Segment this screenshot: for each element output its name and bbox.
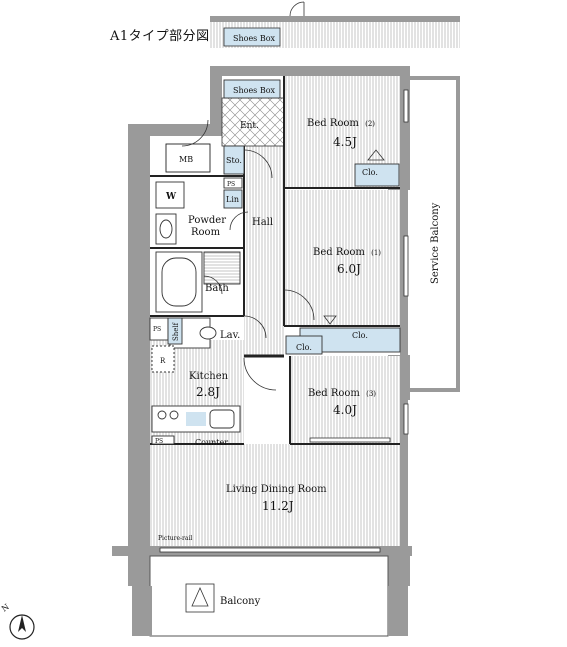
north-arrow xyxy=(9,614,35,640)
bedroom-2-area: 4.5J xyxy=(333,135,357,149)
bedroom-3-area: 4.0J xyxy=(333,403,357,417)
kitchen-area-label: 2.8J xyxy=(196,385,220,399)
hall-label: Hall xyxy=(252,217,273,228)
bedroom-1-area: 6.0J xyxy=(337,262,361,276)
labels: Shoes Box Shoes Box Ent. MB Sto. PS Lin … xyxy=(0,34,441,614)
bedroom-3-name-text: Bed Room xyxy=(308,388,360,399)
closet-label-bed1: Clo. xyxy=(352,331,368,340)
closet-label-bed2: Clo. xyxy=(362,168,378,177)
partitions xyxy=(150,76,400,445)
bedroom-1-number: (1) xyxy=(371,249,381,257)
plan-title: A1タイプ部分図 xyxy=(110,29,210,44)
upper-unit-fragment xyxy=(210,1,460,48)
bath-label: Bath xyxy=(205,283,229,294)
bedroom-3-number: (3) xyxy=(366,390,376,398)
bedroom-2-name-text: Bed Room xyxy=(307,118,359,129)
fixtures xyxy=(149,79,401,445)
shoes-box-entry-label: Shoes Box xyxy=(233,86,276,95)
counter-label: Counter xyxy=(195,438,228,447)
windows xyxy=(159,89,409,553)
mb-label: MB xyxy=(179,155,193,164)
doors xyxy=(181,119,385,581)
bedroom-3-name: Bed Room (3) xyxy=(308,388,376,399)
living-name-label: Living Dining Room xyxy=(226,484,327,495)
powder-room-label-2: Room xyxy=(191,227,221,238)
fridge-mark: R xyxy=(160,357,166,365)
north-label: N xyxy=(0,602,11,613)
powder-room-label-1: Powder xyxy=(188,215,226,226)
lav-label: Lav. xyxy=(220,330,240,341)
ps-label-kitchen: PS xyxy=(155,438,163,445)
picture-rail-label: Picture-rail xyxy=(158,535,192,542)
bedroom-1-name: Bed Room (1) xyxy=(313,247,381,258)
shoes-box-top-label: Shoes Box xyxy=(233,34,276,43)
sto-label: Sto. xyxy=(226,156,242,165)
washer-label: W xyxy=(165,192,177,202)
balcony-label: Balcony xyxy=(220,596,261,607)
shelf-label: Shelf xyxy=(172,321,180,341)
ps-label-hall: PS xyxy=(227,181,235,188)
bedroom-2-name: Bed Room (2) xyxy=(307,118,375,129)
balcony xyxy=(132,555,408,637)
closet-label-bed3: Clo. xyxy=(296,343,312,352)
living-area-label: 11.2J xyxy=(262,499,294,513)
lin-label: Lin xyxy=(226,195,239,204)
ps-label-wc: PS xyxy=(153,326,161,333)
kitchen-label: Kitchen xyxy=(189,371,229,382)
service-balcony-label: Service Balcony xyxy=(430,202,441,284)
bedroom-2-number: (2) xyxy=(365,120,375,128)
ent-label: Ent. xyxy=(240,121,259,131)
bedroom-1-name-text: Bed Room xyxy=(313,247,365,258)
